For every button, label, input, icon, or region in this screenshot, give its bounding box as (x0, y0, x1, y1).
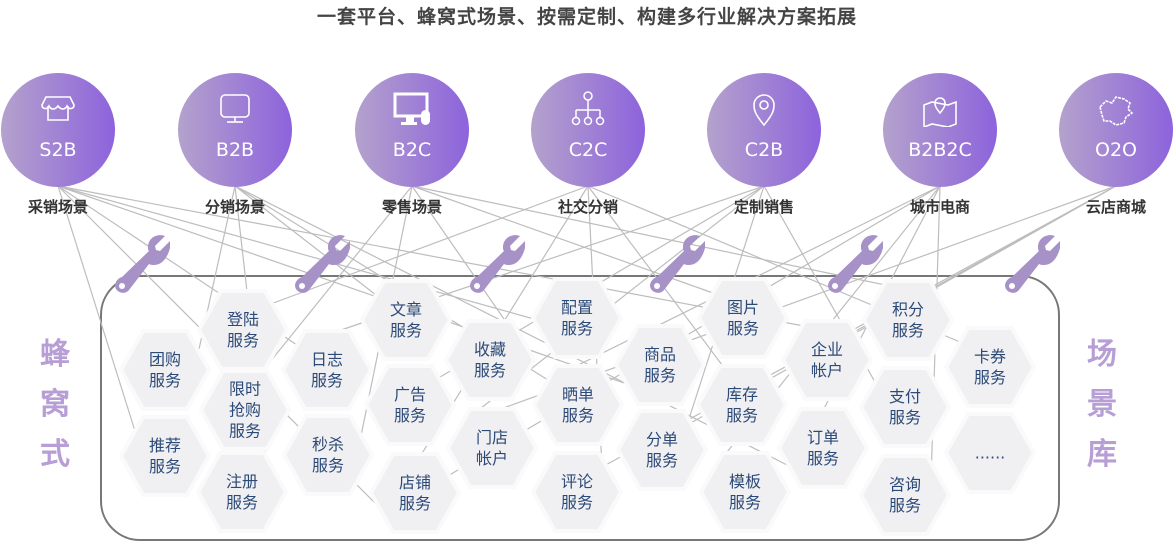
scene-label: 采销场景 (27, 198, 88, 216)
network-icon (571, 91, 605, 126)
service-hex: 配置 服务 (531, 277, 623, 359)
desktop-mouse-icon (393, 92, 430, 125)
node-code: B2B2C (908, 139, 972, 161)
node-b2c: B2C (355, 73, 469, 187)
service-label: ...... (974, 443, 1006, 463)
service-hex: 支付 服务 (859, 366, 951, 448)
service-label: 订单 服务 (806, 428, 839, 468)
service-hex: 收藏 服务 (444, 319, 536, 401)
service-hex: 登陆 服务 (197, 289, 289, 371)
service-hex: 商品 服务 (614, 324, 706, 406)
wrench-icon (645, 235, 715, 305)
wrench-icon (823, 235, 893, 305)
scene-label: 分销场景 (204, 198, 265, 216)
wrench-icon (465, 235, 535, 305)
service-hex: 注册 服务 (196, 451, 288, 533)
service-hex: ...... (944, 412, 1036, 494)
scene-label: 定制销售 (733, 198, 794, 216)
service-label: 收藏 服务 (473, 340, 506, 380)
service-hex: 广告 服务 (364, 364, 456, 446)
location-pin-icon (753, 94, 775, 127)
service-label: 积分 服务 (891, 300, 924, 340)
service-label: 配置 服务 (560, 298, 593, 338)
service-hex: 评论 服务 (531, 451, 623, 533)
service-label: 秒杀 服务 (311, 435, 344, 475)
side-label-right: 场 景 库 (1082, 330, 1122, 480)
node-c2b: C2B (707, 73, 821, 187)
node-b2b: B2B (178, 73, 292, 187)
service-hex: 分单 服务 (616, 409, 708, 491)
service-hex: 秒杀 服务 (282, 414, 374, 496)
node-code: C2B (744, 139, 784, 161)
page-title: 一套平台、蜂窝式场景、按需定制、构建多行业解决方案拓展 (316, 6, 857, 28)
service-hex: 限时 抢购 服务 (199, 369, 291, 451)
map-pin-icon (923, 97, 957, 127)
node-o2o: O2O (1059, 73, 1173, 187)
service-label: 门店 帐户 (475, 428, 508, 468)
side-char: 场 (1087, 337, 1117, 372)
wrench-icon (110, 235, 180, 305)
monitor-icon (220, 94, 250, 123)
service-label: 评论 服务 (560, 472, 593, 512)
wrench-icon (1000, 235, 1070, 305)
service-label: 咨询 服务 (888, 475, 921, 515)
side-char: 景 (1087, 387, 1117, 422)
node-code: B2B (215, 139, 255, 161)
service-label: 注册 服务 (225, 472, 258, 512)
scene-label: 社交分销 (557, 198, 618, 216)
service-label: 支付 服务 (888, 387, 921, 427)
service-label: 卡券 服务 (973, 347, 1006, 387)
wrench-icon (290, 235, 360, 305)
service-hex: 门店 帐户 (446, 407, 538, 489)
scene-label: 零售场景 (381, 198, 442, 216)
service-hex: 订单 服务 (777, 407, 869, 489)
service-label: 分单 服务 (645, 430, 678, 470)
side-char: 式 (40, 437, 70, 472)
side-char: 库 (1087, 437, 1117, 472)
node-code: C2C (568, 139, 608, 161)
node-code: S2B (39, 139, 77, 161)
service-hex: 文章 服务 (360, 279, 452, 361)
store-icon (41, 96, 75, 121)
node-s2b: S2B (1, 73, 115, 187)
service-hex: 咨询 服务 (859, 454, 951, 536)
service-label: 晒单 服务 (561, 385, 594, 425)
service-label: 广告 服务 (393, 385, 426, 425)
china-map-icon (1099, 96, 1134, 126)
service-hex: 库存 服务 (696, 364, 788, 446)
node-code: O2O (1095, 139, 1137, 161)
service-label: 登陆 服务 (226, 310, 259, 350)
side-char: 窝 (40, 387, 70, 422)
service-hex: 卡券 服务 (944, 326, 1036, 408)
service-label: 文章 服务 (389, 300, 422, 340)
service-hex: 晒单 服务 (532, 364, 624, 446)
side-label-left: 蜂 窝 式 (35, 330, 75, 480)
service-label: 商品 服务 (643, 345, 676, 385)
scene-label: 云店商城 (1085, 198, 1146, 216)
service-label: 限时 抢购 服务 (228, 379, 261, 441)
side-char: 蜂 (40, 337, 70, 372)
node-code: B2C (392, 139, 432, 161)
service-label: 库存 服务 (725, 385, 758, 425)
node-b2b2c: B2B2C (883, 73, 997, 187)
node-c2c: C2C (531, 73, 645, 187)
scene-label: 城市电商 (909, 198, 970, 216)
